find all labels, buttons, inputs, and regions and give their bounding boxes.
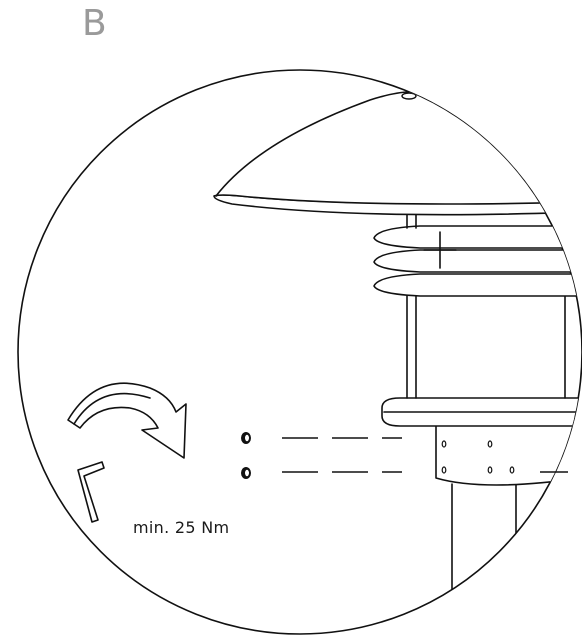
curved-arrow-icon bbox=[67, 382, 187, 459]
louvres bbox=[373, 211, 582, 297]
hex-key-icon bbox=[77, 461, 105, 523]
glass-cylinder bbox=[406, 289, 566, 399]
shade bbox=[213, 91, 582, 216]
flange-ring bbox=[381, 397, 582, 427]
pole bbox=[451, 483, 517, 634]
detail-circle bbox=[17, 69, 582, 635]
torque-label: min. 25 Nm bbox=[133, 518, 230, 537]
set-screw-icon bbox=[241, 432, 251, 444]
guide-lines bbox=[282, 437, 568, 473]
set-screw-icon bbox=[241, 467, 251, 479]
step-letter: B bbox=[82, 3, 107, 44]
lamp-post bbox=[213, 91, 582, 634]
